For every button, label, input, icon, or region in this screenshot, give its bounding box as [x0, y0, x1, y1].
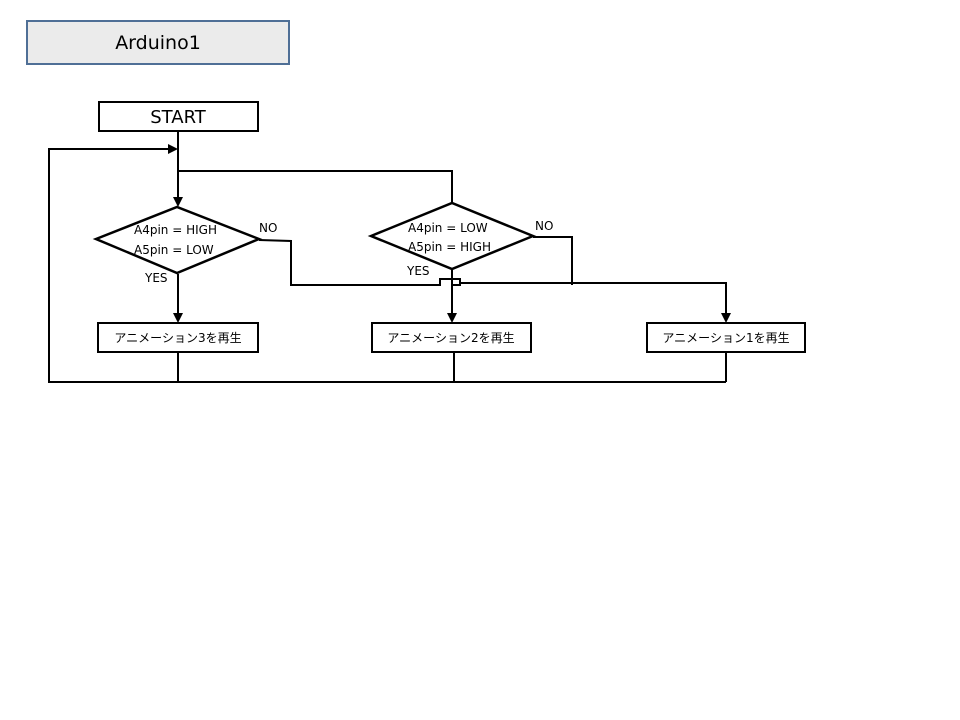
connector-loop-back — [48, 144, 726, 383]
connector-to-decision2 — [178, 170, 453, 202]
page-title-text: Arduino1 — [115, 31, 201, 54]
start-node: START — [98, 101, 259, 132]
decision1-node: A4pin = HIGH A5pin = LOW — [92, 205, 263, 275]
decision1-line1: A4pin = HIGH — [134, 223, 217, 237]
decision1-yes-label: YES — [144, 271, 168, 285]
decision2-line1: A4pin = LOW — [408, 221, 488, 235]
action3-node: アニメーション3を再生 — [97, 322, 259, 353]
connector-decision1-no — [258, 239, 461, 323]
decision2-no-label: NO — [535, 219, 553, 233]
connectors — [48, 131, 731, 383]
decision1-line2: A5pin = LOW — [134, 243, 214, 257]
page-title: Arduino1 — [26, 20, 290, 65]
action3-label: アニメーション3を再生 — [114, 331, 241, 345]
action1-label: アニメーション1を再生 — [662, 331, 789, 345]
connector-decision2-no — [533, 236, 573, 285]
decision2-line2: A5pin = HIGH — [408, 240, 491, 254]
decision2-node: A4pin = LOW A5pin = HIGH — [367, 201, 537, 271]
action1-node: アニメーション1を再生 — [646, 322, 806, 353]
decision2-yes-label: YES — [406, 264, 430, 278]
action2-label: アニメーション2を再生 — [387, 331, 514, 345]
action2-node: アニメーション2を再生 — [371, 322, 532, 353]
start-label: START — [150, 107, 207, 128]
decision1-no-label: NO — [259, 221, 277, 235]
connector-to-action1 — [460, 282, 731, 323]
